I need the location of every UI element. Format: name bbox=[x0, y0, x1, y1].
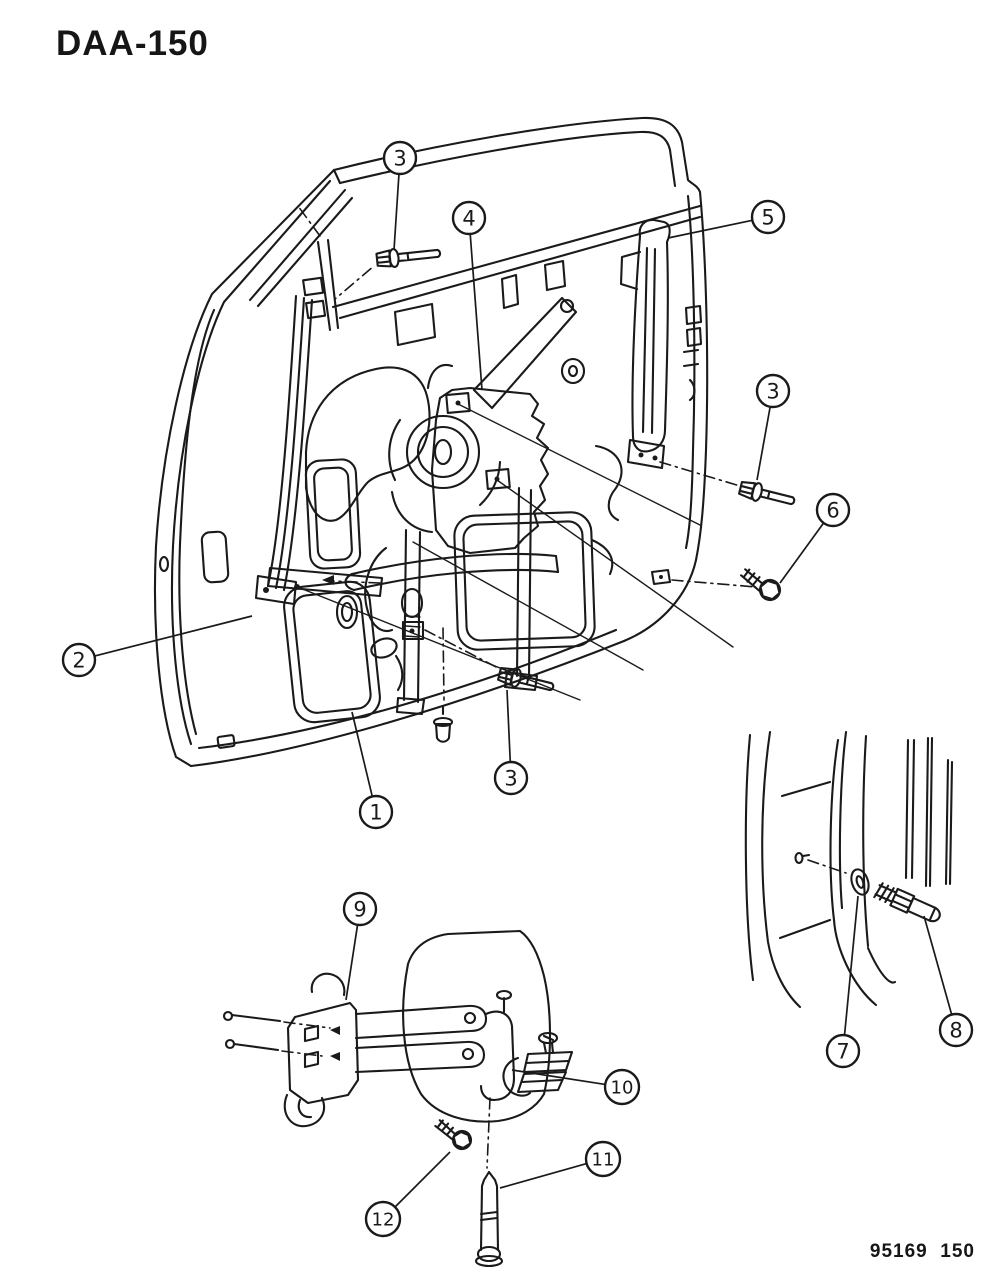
glass-run-channel-front bbox=[254, 205, 340, 606]
callout-2 bbox=[61, 642, 97, 678]
callout-leader-6 bbox=[779, 522, 825, 584]
callout-number-7: 7 bbox=[836, 1040, 849, 1064]
bolt-3-top bbox=[335, 247, 442, 300]
callout-12 bbox=[364, 1200, 402, 1238]
callout-4 bbox=[451, 200, 487, 236]
callout-number-4: 4 bbox=[462, 207, 475, 231]
sheet-code: 95169 150 bbox=[869, 1241, 975, 1262]
callout-number-3: 3 bbox=[504, 767, 517, 791]
stud-3-bottom bbox=[497, 667, 555, 692]
callout-number-1: 1 bbox=[369, 801, 382, 825]
hinge-pin bbox=[474, 1170, 504, 1268]
callout-leader-12 bbox=[394, 1151, 451, 1208]
callout-leader-8 bbox=[923, 915, 953, 1015]
glass-run-channel-rear bbox=[619, 218, 671, 470]
callout-leader-3 bbox=[393, 173, 400, 251]
callout-number-3: 3 bbox=[393, 147, 406, 171]
callout-leader-3 bbox=[756, 406, 772, 481]
callout-6 bbox=[815, 492, 851, 528]
callout-3 bbox=[755, 373, 791, 409]
callout-3 bbox=[493, 760, 529, 796]
callout-9 bbox=[342, 891, 378, 927]
callout-layer: 3 4 5 3 6 2 1 3 9 10 11 12 7 8 bbox=[61, 140, 974, 1238]
callout-8 bbox=[938, 1012, 974, 1048]
callout-leader-7 bbox=[843, 895, 859, 1036]
hinge-assembly bbox=[222, 929, 574, 1268]
door-outer-panel bbox=[153, 168, 709, 768]
push-pin-screw bbox=[432, 704, 454, 743]
latch-area bbox=[682, 304, 703, 402]
callout-number-3: 3 bbox=[766, 380, 779, 404]
callout-leader-1 bbox=[351, 711, 374, 797]
callout-leader-10 bbox=[511, 1069, 606, 1086]
door-corner-sheet bbox=[402, 929, 552, 1123]
callout-number-2: 2 bbox=[72, 649, 85, 673]
attachment-lines bbox=[266, 403, 757, 701]
callout-leader-5 bbox=[667, 219, 753, 239]
callout-7 bbox=[825, 1033, 861, 1069]
callout-leader-3 bbox=[506, 689, 512, 763]
callout-number-9: 9 bbox=[353, 898, 366, 922]
callout-1 bbox=[358, 794, 394, 830]
callout-number-10: 10 bbox=[611, 1077, 634, 1098]
inner-panel-holes bbox=[283, 259, 623, 724]
pillar-inset bbox=[744, 730, 954, 1009]
window-regulator bbox=[335, 296, 578, 716]
callout-3 bbox=[382, 140, 418, 176]
callout-leader-11 bbox=[499, 1162, 587, 1189]
stud-3-right bbox=[738, 481, 796, 506]
callout-leader-4 bbox=[469, 233, 483, 391]
screw-12 bbox=[434, 1119, 473, 1151]
striker-bolt bbox=[873, 882, 941, 923]
striker-washer bbox=[850, 868, 870, 896]
callout-5 bbox=[750, 199, 786, 235]
screw-6 bbox=[740, 568, 782, 602]
callout-number-6: 6 bbox=[826, 499, 839, 523]
regulator-arm bbox=[472, 296, 578, 410]
callout-number-12: 12 bbox=[372, 1209, 395, 1230]
callout-leader-2 bbox=[94, 615, 253, 657]
callout-number-11: 11 bbox=[592, 1149, 615, 1170]
callout-10 bbox=[603, 1068, 641, 1106]
door-wedge bbox=[502, 1031, 574, 1097]
callout-leader-9 bbox=[345, 924, 359, 1001]
callout-number-5: 5 bbox=[761, 206, 774, 230]
page-title: DAA-150 bbox=[56, 24, 209, 63]
callout-number-8: 8 bbox=[949, 1019, 962, 1043]
callout-11 bbox=[584, 1140, 622, 1178]
